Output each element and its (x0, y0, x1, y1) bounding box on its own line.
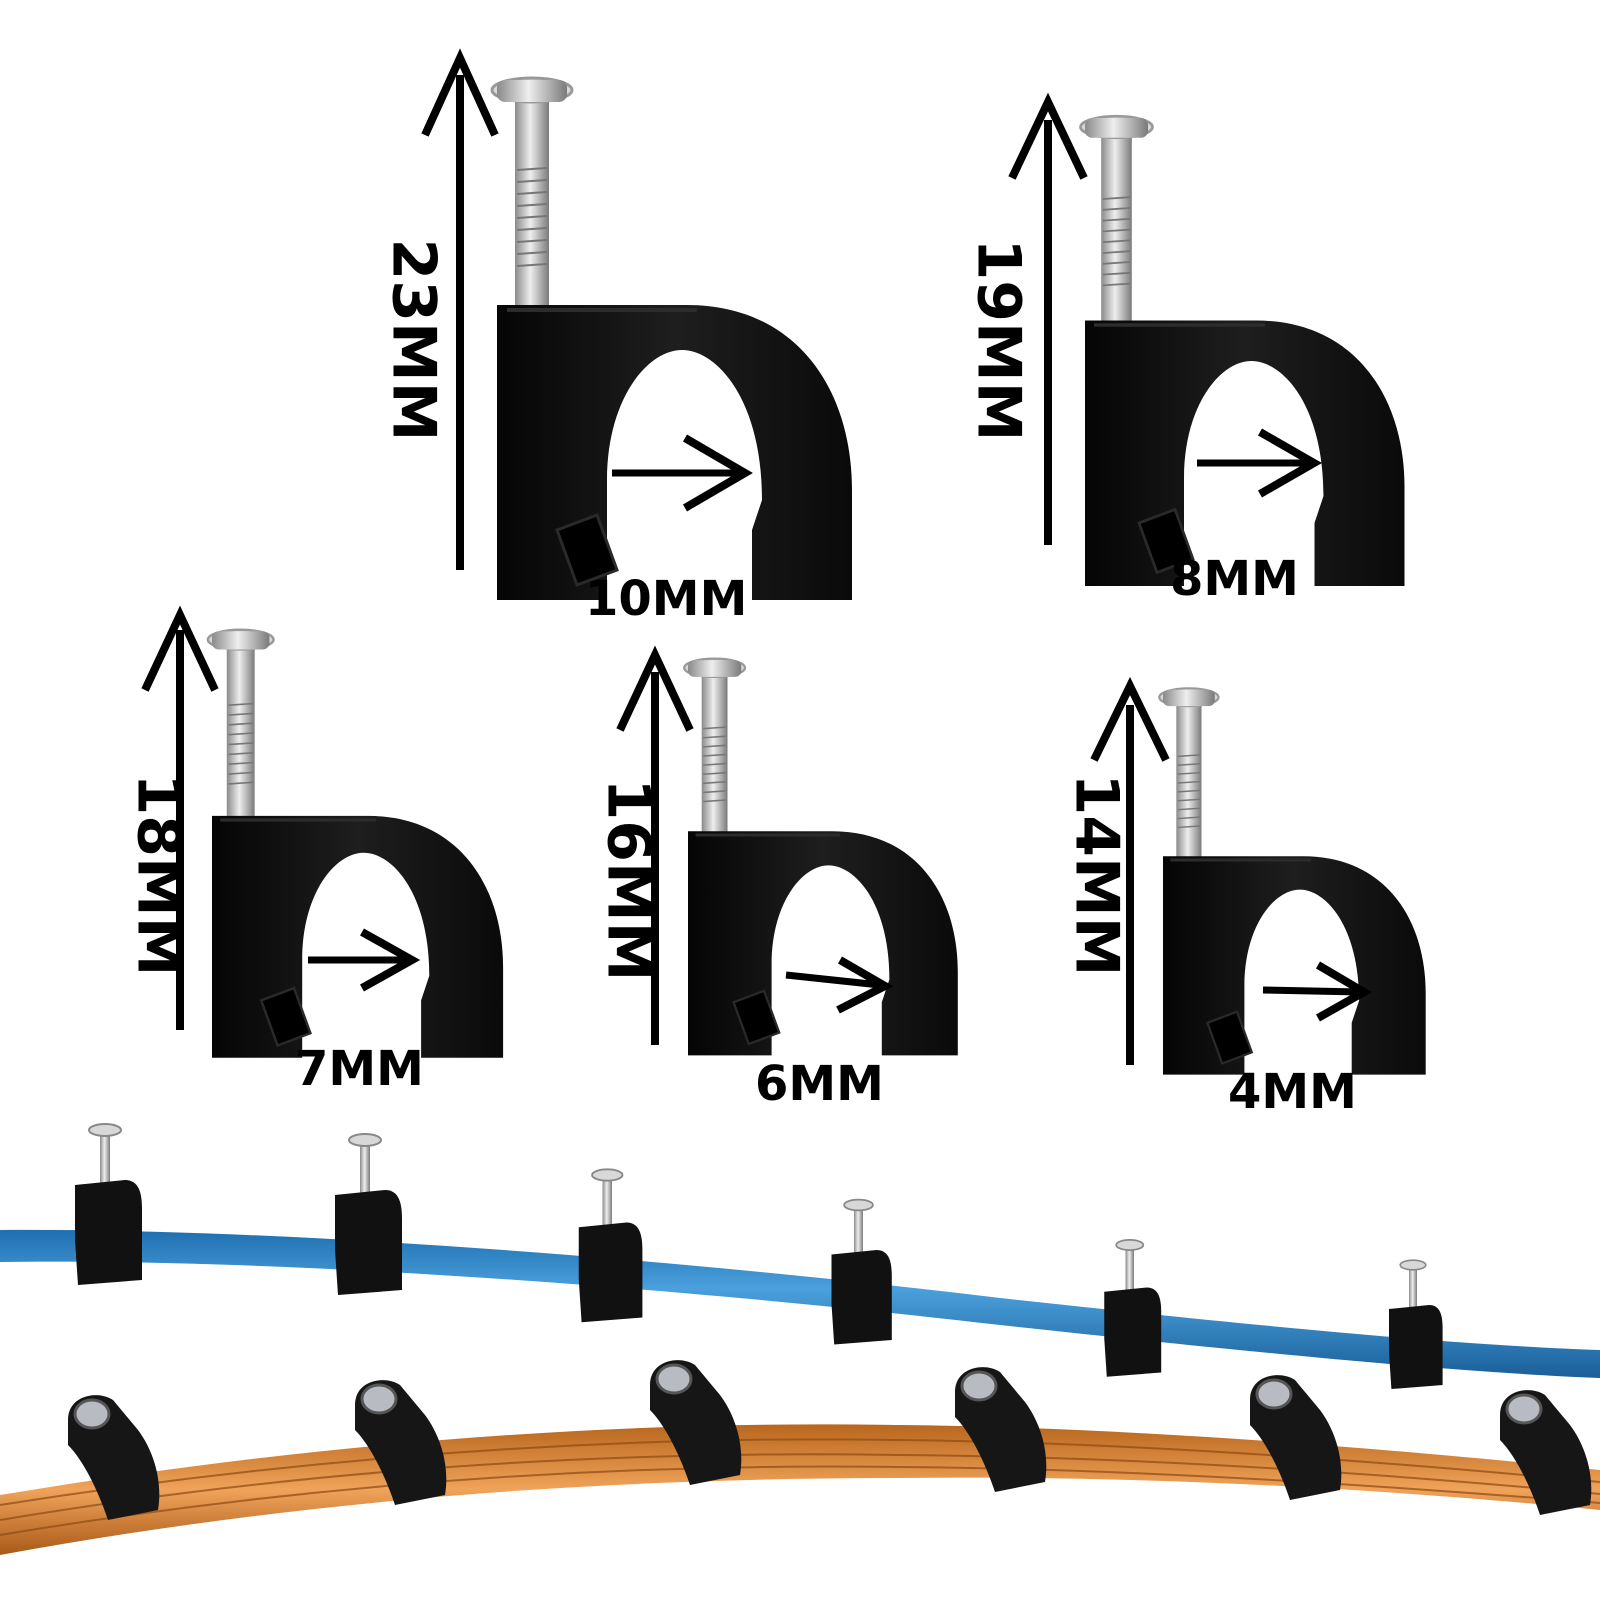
height-label-19mm: 19MM (963, 238, 1034, 442)
width-label-8mm: 8MM (1170, 551, 1299, 607)
clip-10mm-image (421, 48, 854, 602)
height-label-18mm: 18MM (123, 773, 194, 977)
width-label-6mm: 6MM (755, 1056, 884, 1112)
orange-cable-bundle (0, 1424, 1600, 1555)
width-label-7mm: 7MM (295, 1041, 424, 1097)
width-label-4mm: 4MM (1228, 1064, 1357, 1120)
blue-cable (0, 1229, 1600, 1378)
clip-6mm-image (616, 645, 960, 1057)
width-label-10mm: 10MM (585, 571, 748, 627)
height-label-14mm: 14MM (1061, 773, 1132, 977)
clip-8mm-image (1008, 92, 1407, 588)
clip-4mm-image (1090, 676, 1428, 1077)
height-label-16mm: 16MM (593, 778, 664, 982)
clip-7mm-image (141, 605, 505, 1060)
height-label-23mm: 23MM (378, 238, 449, 442)
